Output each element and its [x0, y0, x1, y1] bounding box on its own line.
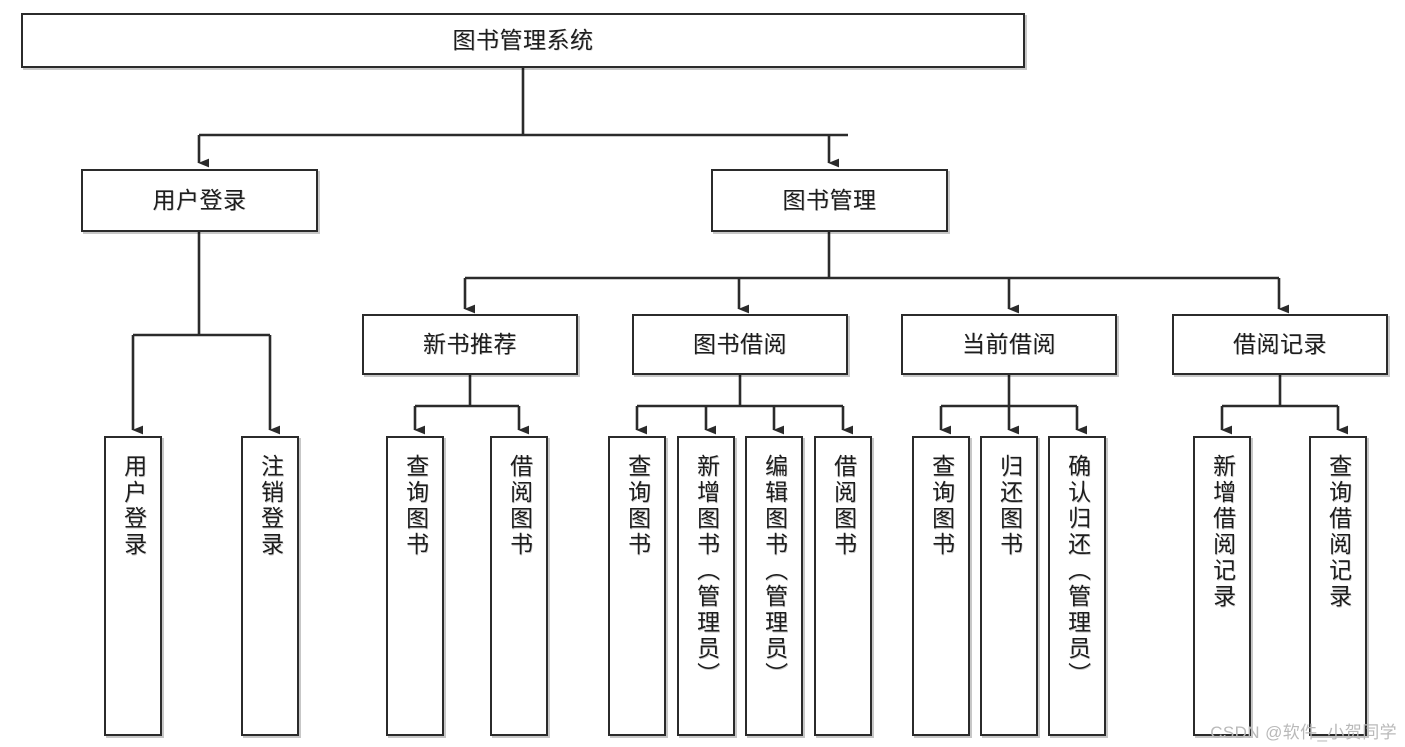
node-book-borrow[interactable]: 图书借阅 — [632, 314, 848, 375]
node-user-login[interactable]: 用户登录 — [81, 169, 318, 232]
leaf-edit-book-label: 编辑图书（管理员） — [761, 454, 788, 688]
leaf-return-book-label: 归还图书 — [996, 454, 1023, 558]
leaf-logout-login-label: 注销登录 — [257, 454, 284, 558]
leaf-query-book-3[interactable]: 查询图书 — [912, 436, 970, 736]
node-root[interactable]: 图书管理系统 — [21, 13, 1025, 68]
node-book-borrow-label: 图书借阅 — [693, 330, 787, 357]
node-new-book-recommend-label: 新书推荐 — [423, 330, 517, 357]
node-new-book-recommend[interactable]: 新书推荐 — [362, 314, 578, 375]
node-user-login-label: 用户登录 — [152, 186, 247, 213]
leaf-return-book[interactable]: 归还图书 — [980, 436, 1038, 736]
leaf-confirm-return-label: 确认归还（管理员） — [1064, 454, 1091, 688]
node-borrow-record[interactable]: 借阅记录 — [1172, 314, 1388, 375]
leaf-borrow-book-2-label: 借阅图书 — [830, 454, 857, 558]
leaf-query-book-2-label: 查询图书 — [624, 454, 651, 558]
leaf-query-record-label: 查询借阅记录 — [1325, 454, 1352, 610]
csdn-watermark: CSDN @软件_小贺同学 — [1210, 723, 1397, 742]
node-current-borrow[interactable]: 当前借阅 — [901, 314, 1117, 375]
leaf-confirm-return[interactable]: 确认归还（管理员） — [1048, 436, 1106, 736]
node-root-label: 图书管理系统 — [452, 26, 594, 53]
leaf-query-record[interactable]: 查询借阅记录 — [1309, 436, 1367, 736]
leaf-add-record-label: 新增借阅记录 — [1209, 454, 1236, 610]
leaf-query-book-1-label: 查询图书 — [402, 454, 429, 558]
leaf-edit-book[interactable]: 编辑图书（管理员） — [745, 436, 803, 736]
leaf-add-book[interactable]: 新增图书（管理员） — [677, 436, 735, 736]
node-book-management-label: 图书管理 — [782, 186, 877, 213]
leaf-query-book-3-label: 查询图书 — [928, 454, 955, 558]
leaf-borrow-book-2[interactable]: 借阅图书 — [814, 436, 872, 736]
leaf-borrow-book-1-label: 借阅图书 — [506, 454, 533, 558]
leaf-add-book-label: 新增图书（管理员） — [693, 454, 720, 688]
node-borrow-record-label: 借阅记录 — [1233, 330, 1327, 357]
leaf-add-record[interactable]: 新增借阅记录 — [1193, 436, 1251, 736]
leaf-query-book-1[interactable]: 查询图书 — [386, 436, 444, 736]
leaf-user-login-label: 用户登录 — [120, 454, 147, 558]
node-current-borrow-label: 当前借阅 — [962, 330, 1056, 357]
leaf-query-book-2[interactable]: 查询图书 — [608, 436, 666, 736]
leaf-logout-login[interactable]: 注销登录 — [241, 436, 299, 736]
node-book-management[interactable]: 图书管理 — [711, 169, 948, 232]
leaf-user-login[interactable]: 用户登录 — [104, 436, 162, 736]
leaf-borrow-book-1[interactable]: 借阅图书 — [490, 436, 548, 736]
